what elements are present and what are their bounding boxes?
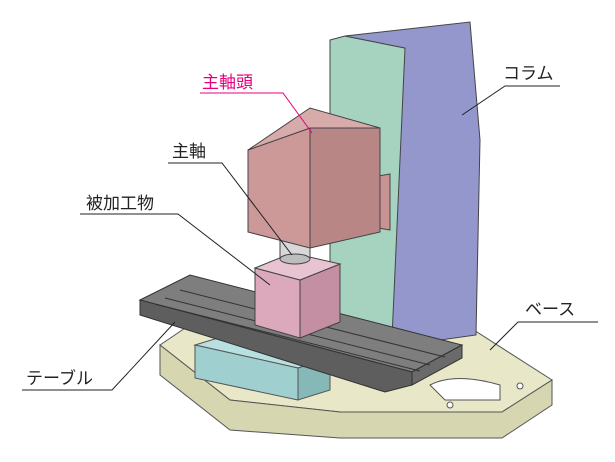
base-bolt-hole [516,382,524,390]
base-bolt-hole [446,401,454,409]
spindle-head-side [309,127,381,249]
label-column: コラム [503,64,554,84]
spindle-tip [279,253,311,265]
leader-spindle [168,162,293,256]
label-workpiece: 被加工物 [86,194,154,214]
spindle-head-part [247,107,381,249]
workpiece-part [253,252,342,339]
label-spindle: 主軸 [172,142,206,162]
leader-workpiece [80,213,271,286]
base-slot [429,378,501,401]
leader-spindle-head [200,92,313,134]
label-spindle-head: 主軸頭 [202,73,253,93]
base-front [159,343,553,439]
label-table: テーブル [26,368,93,389]
spindle-head-top [247,107,381,151]
table-front [139,299,413,393]
table-end [411,344,463,386]
leader-base [489,321,598,351]
leader-lines [22,85,598,391]
leader-table [22,321,176,391]
label-base: ベース [525,300,575,320]
leader-column [461,85,560,116]
table-t-slot [154,303,421,372]
